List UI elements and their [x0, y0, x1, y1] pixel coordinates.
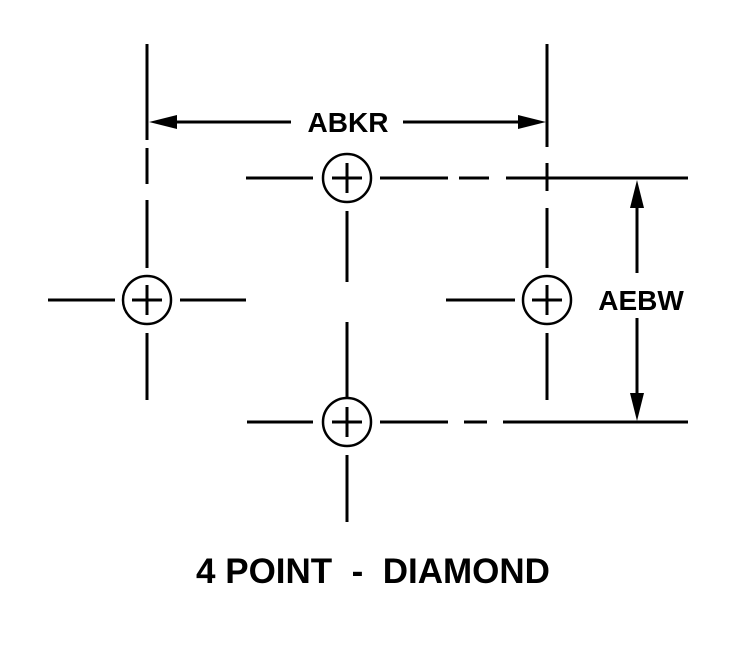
horizontal-dimension-arrow: [149, 115, 546, 129]
left-hole-symbol: [121, 274, 173, 326]
bottom-hole-symbol: [321, 396, 373, 448]
right-hole-symbol: [521, 274, 573, 326]
vertical-dimension-label: AEBW: [598, 285, 684, 316]
vertical-dimension-arrow: [630, 180, 644, 421]
diagram-caption: 4 POINT - DIAMOND: [196, 552, 550, 591]
top-hole-symbol: [321, 152, 373, 204]
horizontal-dimension-label: ABKR: [308, 107, 389, 138]
